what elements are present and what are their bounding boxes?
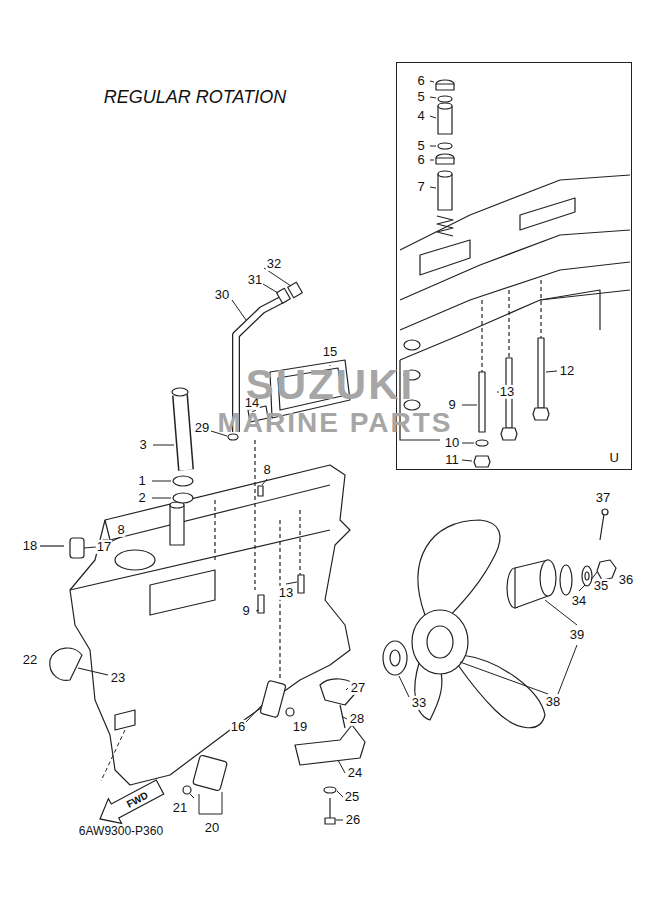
- callout-number: 17: [96, 540, 112, 554]
- callout-number: 1: [137, 474, 146, 488]
- callout-number: 39: [569, 628, 585, 642]
- callout-number: 5: [416, 139, 425, 153]
- callout-number: 6: [416, 74, 425, 88]
- callout-number: 3: [138, 438, 147, 452]
- callout-number: 36: [618, 573, 634, 587]
- drawing-code: 6AW9300-P360: [78, 825, 164, 838]
- callout-number: 33: [411, 696, 427, 710]
- callout-number: 29: [194, 421, 210, 435]
- callout-number: 27: [350, 681, 366, 695]
- callout-number: 21: [172, 801, 188, 815]
- callout-number: 23: [110, 671, 126, 685]
- callout-number: 32: [266, 257, 282, 271]
- callout-number: 2: [137, 491, 146, 505]
- callout-number: 35: [593, 579, 609, 593]
- diagram-title: REGULAR ROTATION: [103, 88, 287, 108]
- callout-number: 10: [444, 436, 460, 450]
- callout-number: 19: [292, 720, 308, 734]
- callout-number: 13: [499, 385, 515, 399]
- view-letter: U: [610, 450, 619, 465]
- callout-number: 24: [347, 766, 363, 780]
- callout-number: 15: [322, 345, 338, 359]
- callout-number: 16: [230, 720, 246, 734]
- callout-number: 20: [204, 821, 220, 835]
- callout-number: 13: [278, 586, 294, 600]
- arrow-shape: [93, 775, 166, 832]
- callout-number: 28: [349, 712, 365, 726]
- callout-number: 22: [22, 653, 38, 667]
- callout-number: 8: [262, 463, 271, 477]
- callout-number: 4: [416, 109, 425, 123]
- callout-number: 37: [595, 491, 611, 505]
- callout-number: 8: [116, 523, 125, 537]
- callout-number: 30: [214, 288, 230, 302]
- callout-number: 34: [571, 594, 587, 608]
- watermark: MARINE PARTS: [216, 408, 453, 439]
- callout-number: 5: [416, 90, 425, 104]
- callout-number: 38: [545, 695, 561, 709]
- callout-number: 11: [444, 453, 460, 467]
- callout-number: 26: [345, 813, 361, 827]
- callout-number: 31: [247, 273, 263, 287]
- callout-number: 18: [22, 539, 38, 553]
- callout-number: 6: [416, 153, 425, 167]
- watermark: SUZUKI: [245, 362, 415, 408]
- callout-number: 7: [416, 180, 425, 194]
- callout-number: 9: [241, 604, 250, 618]
- callout-number: 25: [344, 790, 360, 804]
- callout-number: 12: [559, 364, 575, 378]
